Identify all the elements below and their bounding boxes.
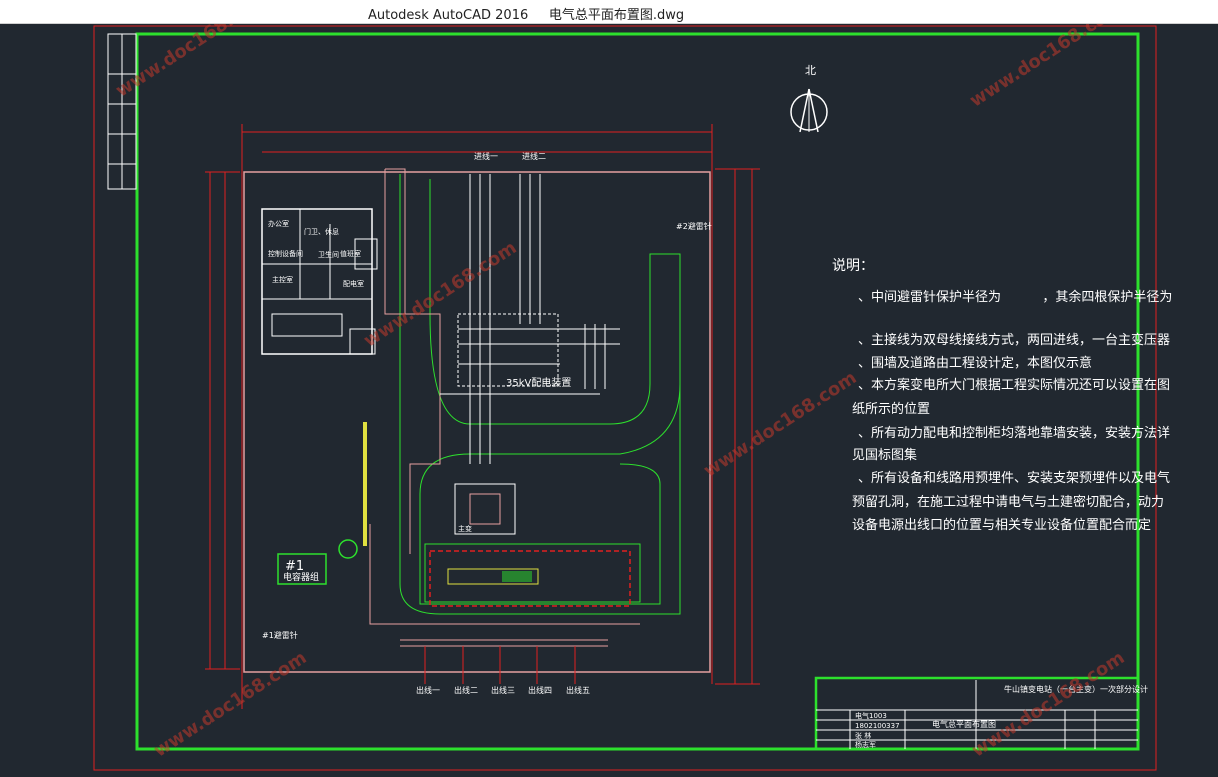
control-building [261, 208, 373, 355]
svg-text:卫生间: 卫生间 [318, 250, 339, 259]
incoming-2-label: 进线二 [522, 151, 546, 161]
drawing-svg: 北 办公室 门卫、休息 控制设备间 卫生间 值班室 [93, 25, 1157, 771]
notes-title: 说明： [832, 258, 874, 274]
outgoing-1: 出线一 [416, 685, 440, 695]
main-transformer [454, 483, 516, 535]
svg-text:张 林: 张 林 [855, 731, 871, 740]
north-label: 北 [805, 64, 816, 77]
note-line-8: 、所有设备和线路用预埋件、安装支架预埋件以及电气 [858, 471, 1171, 486]
note-line-4: 、本方案变电所大门根据工程实际情况还可以设置在图 [858, 378, 1171, 393]
svg-text:杨志军: 杨志军 [855, 740, 876, 749]
note-line-2: 、主接线为双母线接线方式，两回进线，一台主变压器 [858, 333, 1171, 348]
svg-text:1802100337: 1802100337 [855, 722, 900, 730]
svg-text:主控室: 主控室 [272, 275, 293, 284]
title-block [814, 676, 1140, 751]
svg-text:门卫、休息: 门卫、休息 [304, 227, 339, 236]
lightning-1-label: #1避雷针 [262, 630, 298, 640]
outgoing-2: 出线二 [454, 685, 478, 695]
title-bar: Autodesk AutoCAD 2016 电气总平面布置图.dwg [0, 0, 1218, 24]
note-line-9: 预留孔洞，在施工过程中请电气与土建密切配合，动力 [852, 495, 1165, 510]
svg-text:办公室: 办公室 [268, 219, 289, 228]
note-line-5: 纸所示的位置 [852, 402, 931, 417]
outgoing-4: 出线四 [528, 685, 552, 695]
svg-text:配电室: 配电室 [343, 279, 364, 288]
incoming-1-label: 进线一 [474, 151, 498, 161]
svg-text:控制设备间: 控制设备间 [268, 249, 303, 258]
switchgear-35kv [440, 174, 620, 464]
outgoing-3: 出线三 [491, 685, 515, 695]
lightning-2-label: #2避雷针 [676, 221, 712, 231]
window-title: Autodesk AutoCAD 2016 电气总平面布置图.dwg [368, 8, 685, 23]
svg-text:电气1003: 电气1003 [855, 711, 887, 720]
site-wall [243, 171, 711, 673]
project-name: 牛山镇变电站（一台主变）一次部分设计 [1004, 684, 1148, 694]
svg-text:值班室: 值班室 [340, 249, 361, 258]
note-line-1: 、中间避雷针保护半径为 ，其余四根保护半径为 [858, 290, 1173, 305]
outer-red-frame [93, 25, 1157, 771]
green-border [135, 32, 1140, 751]
capacitor-label-1: #1 [285, 559, 304, 574]
note-line-3: 、围墙及道路由工程设计定，本图仅示意 [858, 356, 1093, 371]
note-line-10: 设备电源出线口的位置与相关专业设备位置配合而定 [852, 518, 1152, 533]
svg-text:主变: 主变 [458, 524, 472, 533]
note-line-7: 见国标图集 [852, 448, 918, 463]
note-line-6: 、所有动力配电和控制柜均落地靠墙安装，安装方法详 [858, 426, 1171, 441]
drawing-canvas[interactable]: 北 办公室 门卫、休息 控制设备间 卫生间 值班室 [0, 24, 1218, 777]
outgoing-5: 出线五 [566, 685, 590, 695]
capacitor-bank [277, 553, 327, 585]
switchgear-label: 35kV配电装置 [506, 376, 571, 389]
capacitor-label-2: 电容器组 [283, 571, 319, 583]
drawing-name: 电气总平面布置图 [932, 719, 996, 729]
